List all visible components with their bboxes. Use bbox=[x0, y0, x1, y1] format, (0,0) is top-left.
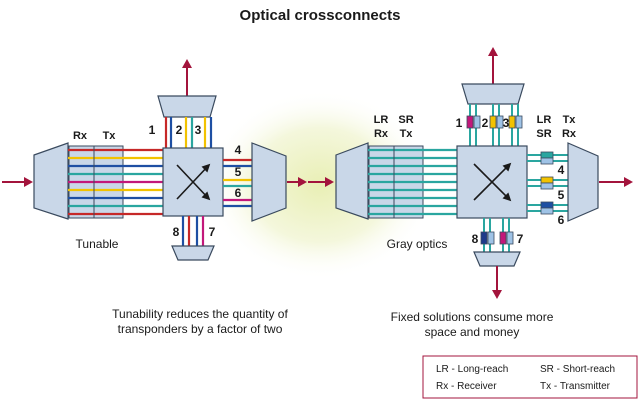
rx-label: Rx bbox=[73, 130, 88, 142]
right-port-1: 1 bbox=[456, 116, 463, 130]
right-port-2: 2 bbox=[482, 116, 489, 130]
right-port-7: 7 bbox=[517, 232, 524, 246]
right-caption-line-2: space and money bbox=[425, 325, 520, 339]
right-port-8: 8 bbox=[472, 232, 479, 246]
left-cross-icon bbox=[176, 163, 211, 201]
right-fiber-bundle bbox=[368, 148, 457, 216]
legend-sr: SR - Short-reach bbox=[540, 364, 615, 375]
right-port-6: 6 bbox=[558, 213, 565, 227]
left-top-arrow bbox=[182, 59, 192, 96]
diagram-title: Optical crossconnects bbox=[240, 7, 401, 24]
legend-lr: LR - Long-reach bbox=[436, 364, 508, 375]
legend: LR - Long-reach SR - Short-reach Rx - Re… bbox=[422, 355, 638, 399]
right-output-multiplexer bbox=[567, 142, 599, 222]
left-bottom-demultiplexer bbox=[171, 245, 215, 261]
left-output-fibers bbox=[223, 158, 252, 208]
right-output-arrow bbox=[599, 177, 633, 187]
left-port-3: 3 bbox=[195, 123, 202, 137]
left-caption-line-1: Tunability reduces the quantity of bbox=[112, 307, 288, 321]
left-output-multiplexer bbox=[251, 142, 287, 222]
right-bottom-demultiplexer bbox=[473, 251, 521, 267]
background-glow bbox=[205, 90, 435, 280]
right-port-5: 5 bbox=[558, 188, 565, 202]
lr-tx-label-top: LR bbox=[537, 114, 552, 126]
right-bottom-transponders bbox=[480, 231, 514, 245]
left-caption-line-2: transponders by a factor of two bbox=[118, 322, 283, 336]
sr-label: SR bbox=[398, 114, 413, 126]
right-output-transponders bbox=[540, 151, 554, 215]
left-top-multiplexer bbox=[157, 95, 217, 118]
left-port-2: 2 bbox=[176, 123, 183, 137]
right-input-arrow bbox=[308, 177, 334, 187]
right-top-arrow bbox=[488, 47, 498, 84]
right-bottom-arrow bbox=[492, 266, 502, 299]
right-port-3: 3 bbox=[503, 116, 510, 130]
left-output-arrow bbox=[287, 177, 307, 187]
tunable-diagram: Rx Tx 1 2 3 bbox=[2, 59, 307, 336]
gray-optics-label: Gray optics bbox=[387, 237, 448, 251]
left-port-8: 8 bbox=[173, 225, 180, 239]
left-bottom-add-fibers bbox=[181, 216, 205, 246]
lr-tx-label-tx: Tx bbox=[563, 114, 577, 126]
left-input-arrow bbox=[2, 177, 33, 187]
tx-label: Tx bbox=[103, 130, 117, 142]
tunable-label: Tunable bbox=[76, 237, 119, 251]
right-port-4: 4 bbox=[558, 163, 565, 177]
sr-rx-label-rx: Rx bbox=[562, 128, 577, 140]
legend-box bbox=[422, 355, 638, 399]
left-fiber-bundle bbox=[68, 148, 163, 216]
left-port-5: 5 bbox=[235, 165, 242, 179]
sr-rx-label-sr: SR bbox=[536, 128, 551, 140]
left-port-7: 7 bbox=[209, 225, 216, 239]
left-port-4: 4 bbox=[235, 143, 242, 157]
right-caption-line-1: Fixed solutions consume more bbox=[391, 310, 554, 324]
left-port-6: 6 bbox=[235, 186, 242, 200]
left-top-drop-fibers bbox=[164, 117, 213, 148]
left-port-1: 1 bbox=[149, 123, 156, 137]
right-top-transponders bbox=[466, 115, 523, 129]
left-demultiplexer bbox=[33, 142, 69, 220]
right-demultiplexer bbox=[335, 142, 369, 220]
right-rx-label: Rx bbox=[374, 128, 389, 140]
gray-optics-diagram: LR SR Rx Tx 1 2 3 LR Tx bbox=[308, 47, 633, 339]
lr-label: LR bbox=[374, 114, 389, 126]
legend-rx: Rx - Receiver bbox=[436, 381, 497, 392]
right-top-multiplexer bbox=[461, 83, 525, 105]
right-tx-label: Tx bbox=[400, 128, 414, 140]
legend-tx: Tx - Transmitter bbox=[540, 381, 611, 392]
right-cross-icon bbox=[473, 162, 512, 202]
